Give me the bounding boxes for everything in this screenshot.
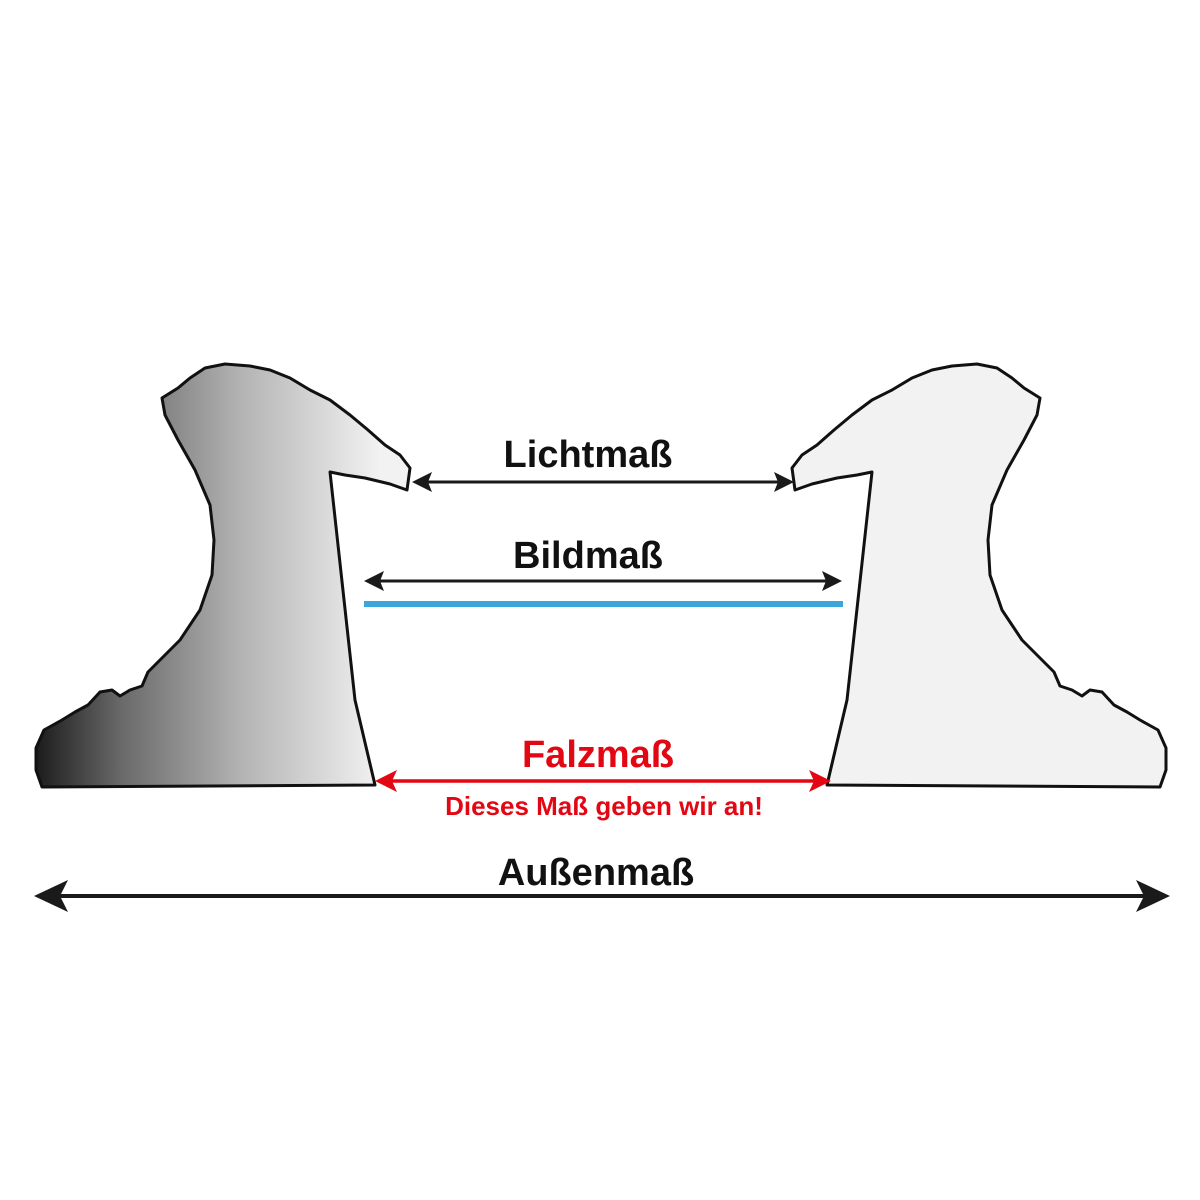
lichtmass-arrow <box>412 472 794 492</box>
bildmass-label: Bildmaß <box>513 535 663 577</box>
falzmass-arrow <box>375 770 831 792</box>
aussenmass-arrow <box>34 880 1170 912</box>
lichtmass-label: Lichtmaß <box>504 434 673 476</box>
falzmass-note: Dieses Maß geben wir an! <box>445 791 763 821</box>
falzmass-label: Falzmaß <box>522 734 674 776</box>
bildmass-arrow <box>364 571 842 591</box>
left-frame-profile <box>34 362 412 789</box>
right-frame-profile <box>790 362 1168 789</box>
aussenmass-label: Außenmaß <box>498 852 694 894</box>
